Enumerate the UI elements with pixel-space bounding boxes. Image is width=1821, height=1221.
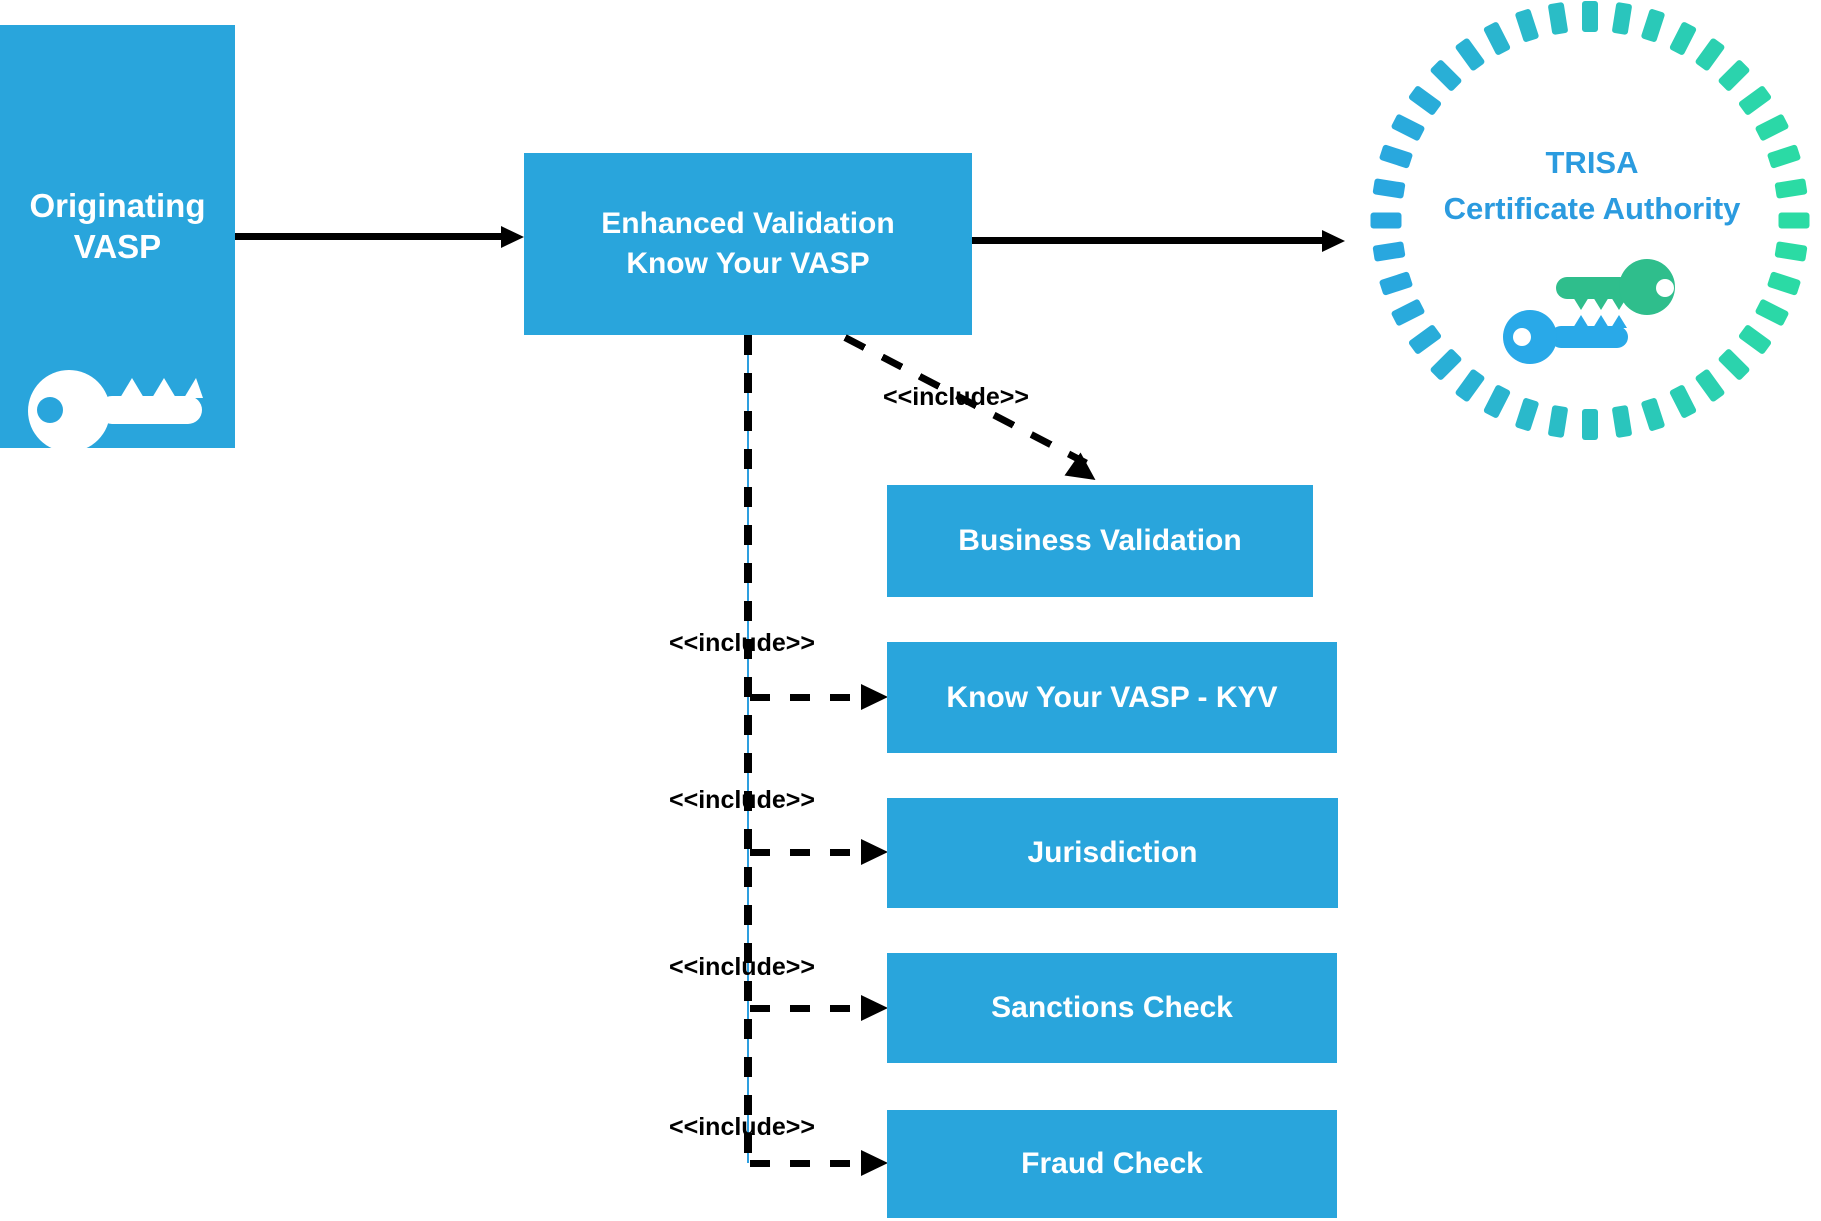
actor-label-line1: Originating (29, 187, 206, 224)
ring-dash (1717, 347, 1751, 381)
include-label-jurisdiction: <<include>> (669, 786, 815, 814)
ring-dash (1483, 20, 1512, 56)
trisa-label-line1: TRISA (1545, 145, 1639, 180)
include-arrow-fraud (750, 1160, 862, 1167)
include-label-business-validation: <<include>> (883, 383, 1029, 411)
ring-dash (1378, 270, 1414, 296)
ring-dash (1371, 241, 1406, 263)
ring-dash (1640, 8, 1666, 44)
ring-dash (1547, 1, 1569, 36)
ring-dash (1694, 37, 1726, 73)
fraud-check-box: Fraud Check (887, 1110, 1337, 1218)
ring-dash (1717, 59, 1751, 93)
enhanced-validation-label: Enhanced Validation Know Your VASP (601, 204, 894, 284)
ring-dash (1668, 384, 1697, 420)
fraud-check-label: Fraud Check (1021, 1147, 1203, 1180)
ring-dash (1390, 113, 1426, 142)
ring-dash (1766, 270, 1802, 296)
sanctions-check-label: Sanctions Check (991, 991, 1233, 1024)
ring-dash (1514, 396, 1540, 432)
ring-dash (1429, 347, 1463, 381)
include-arrow-sanctions (750, 1005, 862, 1012)
trisa-label-line2: Certificate Authority (1443, 191, 1741, 226)
know-your-vasp-kyv-box: Know Your VASP - KYV (887, 642, 1337, 753)
trisa-authority-label: TRISA Certificate Authority (1392, 140, 1792, 232)
sanctions-check-box: Sanctions Check (887, 953, 1337, 1063)
ring-dash (1582, 408, 1598, 440)
include-arrow-jurisdiction (750, 849, 862, 856)
originating-vasp-box: Originating VASP (0, 25, 235, 452)
double-keys-icon (1503, 259, 1675, 364)
main-label-line2: Know Your VASP (626, 247, 870, 280)
ring-dash (1774, 241, 1809, 263)
ring-dash (1611, 1, 1633, 36)
ring-dash (1694, 367, 1726, 403)
ring-dash (1390, 298, 1426, 327)
include-label-kyv: <<include>> (669, 629, 815, 657)
ring-dash (1754, 298, 1790, 327)
ring-dash (1407, 324, 1443, 356)
include-arrowhead-fraud (861, 1150, 888, 1176)
actor-label-line2: VASP (73, 228, 162, 265)
business-validation-box: Business Validation (887, 485, 1313, 597)
ring-dash (1582, 0, 1598, 32)
ring-dash (1454, 37, 1486, 73)
ring-dash (1737, 324, 1773, 356)
actor-to-main-arrowhead (501, 226, 524, 248)
ring-dash (1640, 396, 1666, 432)
actor-to-main-arrow-line (235, 233, 505, 240)
include-arrowhead-sanctions (861, 995, 888, 1021)
vertical-connector-dashes (744, 335, 752, 1163)
originating-vasp-label: Originating VASP (0, 185, 235, 267)
jurisdiction-label: Jurisdiction (1027, 836, 1198, 869)
ring-dash (1483, 384, 1512, 420)
blue-key-icon (1503, 310, 1628, 364)
business-validation-label: Business Validation (958, 524, 1242, 557)
ring-dash (1754, 113, 1790, 142)
include-label-fraud: <<include>> (669, 1113, 815, 1141)
ring-dash (1454, 367, 1486, 403)
main-to-trisa-arrow-line (972, 237, 1322, 244)
ring-dash (1514, 8, 1540, 44)
include-arrowhead-jurisdiction (861, 839, 888, 865)
include-arrow-kyv (750, 694, 862, 701)
ring-dash (1737, 84, 1773, 116)
include-arrowhead-kyv (861, 684, 888, 710)
ring-dash (1611, 404, 1633, 439)
jurisdiction-box: Jurisdiction (887, 798, 1338, 908)
know-your-vasp-kyv-label: Know Your VASP - KYV (946, 680, 1278, 714)
ring-dash (1547, 404, 1569, 439)
green-key-icon (1556, 259, 1675, 315)
key-icon (28, 370, 203, 452)
ring-dash (1429, 59, 1463, 93)
main-to-trisa-arrowhead (1322, 230, 1345, 252)
ring-dash (1407, 84, 1443, 116)
enhanced-validation-box: Enhanced Validation Know Your VASP (524, 153, 972, 335)
ring-dash (1668, 20, 1697, 56)
main-label-line1: Enhanced Validation (601, 207, 895, 240)
include-label-sanctions: <<include>> (669, 953, 815, 981)
